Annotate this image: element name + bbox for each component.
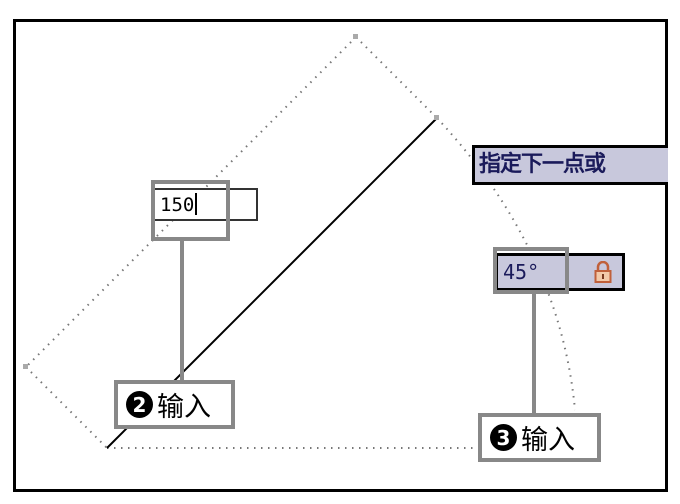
length-input-value: 150 xyxy=(160,194,195,216)
callout-label: 输入 xyxy=(521,425,575,456)
text-caret xyxy=(195,193,198,215)
step-number-badge: 2 xyxy=(126,391,153,418)
length-input[interactable]: 150 xyxy=(153,188,258,221)
callout-3-connector xyxy=(532,293,536,414)
step-number-badge: 3 xyxy=(490,424,517,451)
callout-label: 输入 xyxy=(157,392,211,423)
vertex-grip-left[interactable] xyxy=(23,364,28,369)
tooltip-text: 指定下一点或 xyxy=(479,152,606,177)
guide-top-right-edge xyxy=(355,36,438,119)
guide-top-left-edge xyxy=(25,36,357,368)
length-input-highlight xyxy=(151,180,230,241)
guide-bottom-left-edge xyxy=(25,366,108,449)
callout-2-connector xyxy=(180,240,184,381)
command-prompt-tooltip: 指定下一点或 xyxy=(472,145,668,185)
angle-input-highlight xyxy=(493,247,569,294)
lock-icon[interactable] xyxy=(594,261,612,283)
callout-step-2: 2 输入 xyxy=(114,380,235,429)
angle-input-value: 45° xyxy=(503,260,540,284)
vertex-grip-top[interactable] xyxy=(353,34,358,39)
vertex-grip-endpoint[interactable] xyxy=(434,115,439,120)
callout-step-3: 3 输入 xyxy=(478,413,601,462)
